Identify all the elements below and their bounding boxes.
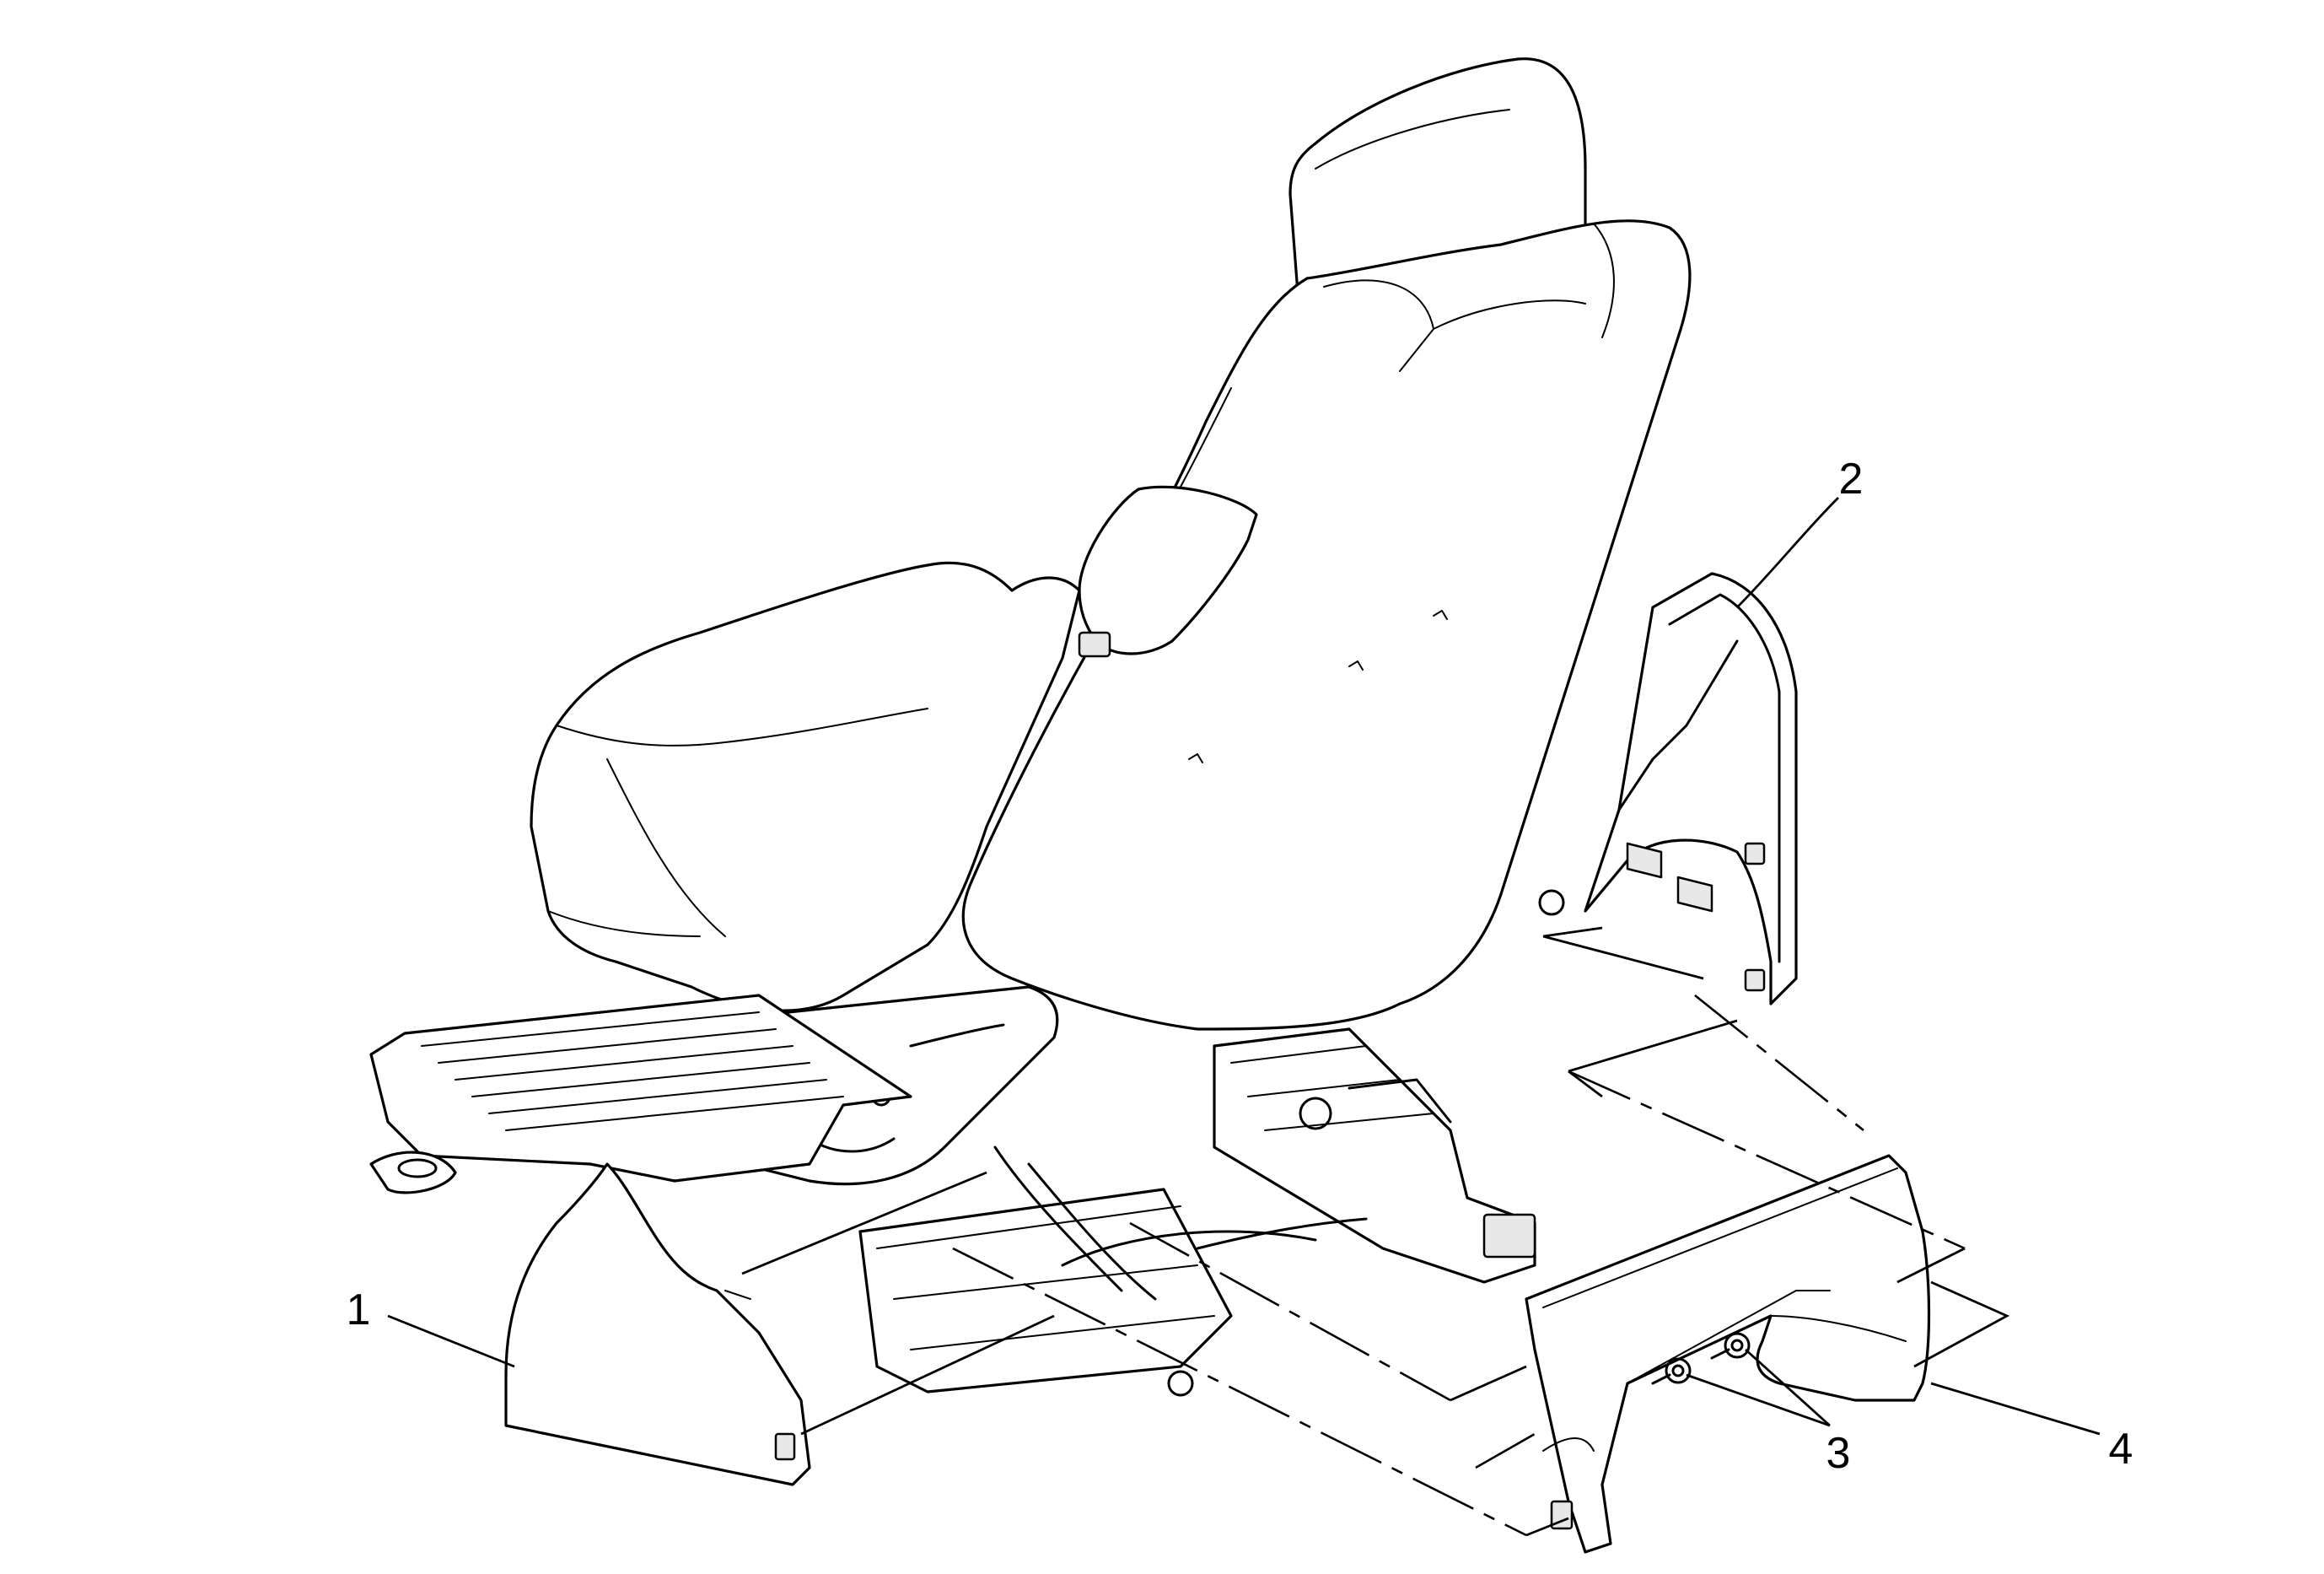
seat-assembly [369, 57, 1692, 1397]
installation-guide-lines [741, 926, 2010, 1537]
left-adjuster-cover [504, 1162, 811, 1486]
seat-back-side-trim [1538, 572, 1798, 1005]
left-seat-track [369, 994, 912, 1194]
callout-2-label: 2 [1839, 455, 1864, 504]
callout-4-label: 4 [2109, 1425, 2133, 1474]
right-seat-track [1196, 1027, 1536, 1284]
seat-frame [858, 1145, 1317, 1397]
callout-leaders [387, 497, 2101, 1436]
seat-cushion [530, 561, 1081, 1012]
callout-3-label: 3 [1826, 1429, 1851, 1478]
callout-1-label: 1 [347, 1286, 371, 1334]
callout-labels: 1 2 3 4 [347, 455, 2133, 1478]
retainer-fasteners [1651, 1332, 1751, 1385]
seat-back [961, 219, 1692, 1031]
